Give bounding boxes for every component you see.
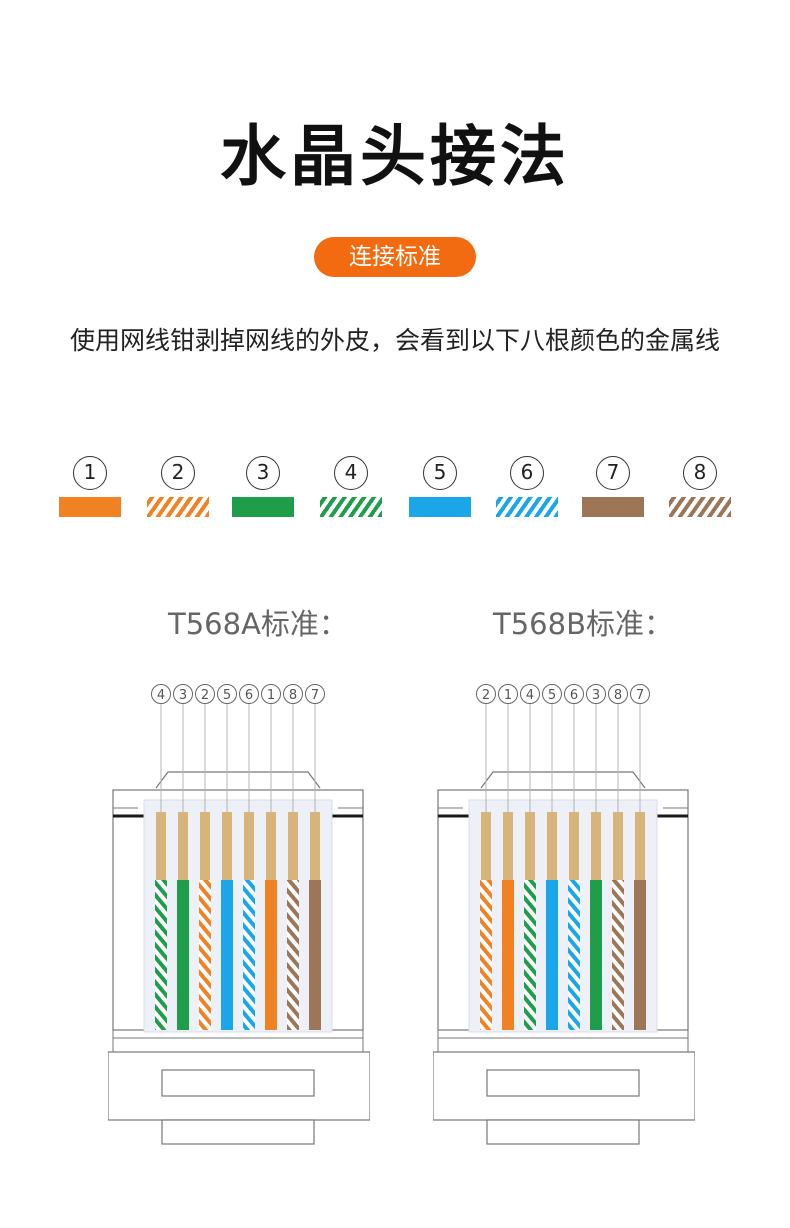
- t568a-pin-number-4: 5: [217, 684, 237, 704]
- legend-number-2: 2: [161, 456, 195, 490]
- t568b-wire-green-striped: [524, 880, 536, 1030]
- t568a-pin-number-6: 1: [261, 684, 281, 704]
- svg-text:8: 8: [289, 688, 297, 703]
- t568b-contact-1: [481, 812, 491, 880]
- t568a-wire-green-striped: [155, 880, 167, 1030]
- t568a-contact-8: [310, 812, 320, 880]
- t568a-label: T568A标准：: [168, 607, 348, 641]
- t568b-wire-blue-solid: [546, 880, 558, 1030]
- t568a-wire-green-solid: [177, 880, 189, 1030]
- t568a-contact-4: [222, 812, 232, 880]
- svg-text:2: 2: [201, 688, 209, 703]
- svg-text:6: 6: [570, 688, 578, 703]
- t568b-contact-5: [569, 812, 579, 880]
- t568b-pin-number-2: 1: [498, 684, 518, 704]
- t568b-wire-orange-striped: [480, 880, 492, 1030]
- t568a-pin-number-3: 2: [195, 684, 215, 704]
- t568a-contact-2: [178, 812, 188, 880]
- t568b-contact-2: [503, 812, 513, 880]
- t568b-wire-green-solid: [590, 880, 602, 1030]
- svg-text:3: 3: [179, 688, 187, 703]
- t568b-pin-number-6: 3: [586, 684, 606, 704]
- svg-text:6: 6: [245, 688, 253, 703]
- legend-swatch-blue-solid: [409, 497, 471, 517]
- description-text: 使用网线钳剥掉网线的外皮，会看到以下八根颜色的金属线: [69, 326, 720, 355]
- t568b-contact-7: [613, 812, 623, 880]
- legend-swatch-blue-striped: [496, 497, 558, 517]
- legend-number-8: 8: [683, 456, 717, 490]
- t568a-wire-brown-striped: [287, 880, 299, 1030]
- t568b-contact-4: [547, 812, 557, 880]
- t568b-pin-number-1: 2: [476, 684, 496, 704]
- svg-text:7: 7: [636, 688, 644, 703]
- t568a-contact-7: [288, 812, 298, 880]
- svg-text:7: 7: [311, 688, 319, 703]
- t568b-wire-orange-solid: [502, 880, 514, 1030]
- legend-number-6: 6: [510, 456, 544, 490]
- svg-text:5: 5: [223, 688, 231, 703]
- t568b-pin-number-7: 8: [608, 684, 628, 704]
- t568a-contact-1: [156, 812, 166, 880]
- t568a-pin-number-8: 7: [305, 684, 325, 704]
- t568b-contact-8: [635, 812, 645, 880]
- legend-swatch-green-striped: [320, 497, 382, 517]
- page-title: 水晶头接法: [220, 118, 570, 195]
- t568a-contact-6: [266, 812, 276, 880]
- legend-swatch-orange-striped: [147, 497, 209, 517]
- t568a-wire-orange-solid: [265, 880, 277, 1030]
- t568b-label: T568B标准：: [493, 607, 673, 641]
- svg-text:8: 8: [614, 688, 622, 703]
- legend-number-3: 3: [246, 456, 280, 490]
- t568a-wire-blue-solid: [221, 880, 233, 1030]
- legend-swatch-brown-striped: [669, 497, 731, 517]
- t568a-wire-brown-solid: [309, 880, 321, 1030]
- svg-text:2: 2: [482, 688, 490, 703]
- t568b-wire-blue-striped: [568, 880, 580, 1030]
- svg-text:5: 5: [548, 688, 556, 703]
- t568a-contact-3: [200, 812, 210, 880]
- t568a-contact-5: [244, 812, 254, 880]
- legend-swatch-orange-solid: [59, 497, 121, 517]
- svg-text:1: 1: [504, 688, 512, 703]
- t568b-contact-6: [591, 812, 601, 880]
- t568a-pin-number-2: 3: [173, 684, 193, 704]
- legend-swatch-green-solid: [232, 497, 294, 517]
- svg-text:4: 4: [157, 688, 165, 703]
- t568a-pin-number-5: 6: [239, 684, 259, 704]
- t568b-wire-brown-solid: [634, 880, 646, 1030]
- t568b-contact-3: [525, 812, 535, 880]
- t568b-pin-number-8: 7: [630, 684, 650, 704]
- t568a-pin-number-7: 8: [283, 684, 303, 704]
- legend-number-4: 4: [334, 456, 368, 490]
- legend-number-1: 1: [73, 456, 107, 490]
- legend-number-7: 7: [596, 456, 630, 490]
- t568b-pin-number-4: 5: [542, 684, 562, 704]
- t568a-wire-orange-striped: [199, 880, 211, 1030]
- svg-text:3: 3: [592, 688, 600, 703]
- t568b-pin-number-3: 4: [520, 684, 540, 704]
- svg-text:4: 4: [526, 688, 534, 703]
- legend-number-5: 5: [423, 456, 457, 490]
- t568b-wire-brown-striped: [612, 880, 624, 1030]
- t568a-pin-number-1: 4: [151, 684, 171, 704]
- t568b-pin-number-5: 6: [564, 684, 584, 704]
- legend-swatch-brown-solid: [582, 497, 644, 517]
- svg-text:1: 1: [267, 688, 275, 703]
- t568a-wire-blue-striped: [243, 880, 255, 1030]
- section-badge: 连接标准: [314, 237, 476, 277]
